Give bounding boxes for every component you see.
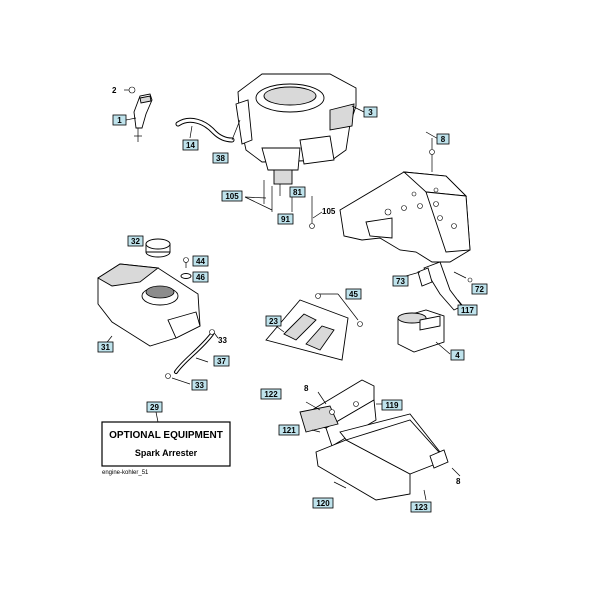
spark-arrester-label: Spark Arrester (135, 448, 198, 458)
svg-text:105: 105 (322, 207, 336, 216)
svg-text:120: 120 (316, 499, 330, 508)
svg-text:37: 37 (217, 357, 226, 366)
optional-equipment-box: OPTIONAL EQUIPMENT Spark Arrester (101, 411, 231, 467)
callout-14: 14 (182, 139, 199, 151)
callout-121: 121 (278, 424, 300, 436)
svg-text:14: 14 (186, 141, 195, 150)
callout-4: 4 (450, 349, 465, 361)
callout-8-mid: 8 (304, 384, 309, 393)
callout-46: 46 (192, 271, 209, 283)
svg-text:72: 72 (475, 285, 484, 294)
svg-text:3: 3 (368, 108, 373, 117)
callout-2: 2 (112, 86, 117, 95)
callout-23: 23 (265, 315, 282, 327)
svg-text:105: 105 (225, 192, 239, 201)
svg-text:8: 8 (456, 477, 461, 486)
callout-119: 119 (381, 399, 403, 411)
svg-text:33: 33 (218, 336, 227, 345)
svg-text:119: 119 (386, 401, 399, 410)
svg-text:8: 8 (441, 135, 446, 144)
heat-shield (265, 293, 363, 361)
optional-equipment-title: OPTIONAL EQUIPMENT (109, 430, 223, 441)
callout-72: 72 (471, 283, 488, 295)
svg-text:38: 38 (216, 154, 225, 163)
callout-33-bottom: 33 (191, 379, 208, 391)
callout-33-top: 33 (218, 336, 227, 345)
callout-8-bottom: 8 (456, 477, 461, 486)
svg-text:29: 29 (150, 403, 159, 412)
callout-8-top: 8 (436, 133, 450, 145)
callout-120: 120 (312, 497, 334, 509)
callout-3: 3 (363, 106, 378, 118)
fuel-cap (145, 238, 192, 279)
svg-text:117: 117 (461, 306, 474, 315)
svg-text:73: 73 (396, 277, 405, 286)
throttle-bracket (124, 86, 153, 142)
svg-text:45: 45 (349, 290, 358, 299)
engine (231, 73, 365, 196)
callout-32: 32 (127, 235, 144, 247)
diagram-caption: engine-kohler_51 (102, 470, 149, 476)
callout-73: 73 (392, 275, 409, 287)
svg-text:81: 81 (293, 188, 302, 197)
callout-29: 29 (146, 401, 163, 413)
svg-text:2: 2 (112, 86, 117, 95)
callout-105-right: 105 (322, 207, 336, 216)
fuel-line (175, 117, 235, 143)
callout-122: 122 (260, 388, 282, 400)
fuel-hose (165, 329, 215, 385)
svg-text:23: 23 (269, 317, 278, 326)
callout-105-left: 105 (221, 190, 243, 202)
chassis-frame (339, 131, 471, 263)
svg-text:121: 121 (282, 426, 296, 435)
fuel-tank (97, 263, 219, 347)
svg-text:33: 33 (195, 381, 204, 390)
callout-45: 45 (345, 288, 362, 300)
svg-text:4: 4 (455, 351, 460, 360)
svg-text:46: 46 (196, 273, 205, 282)
svg-text:123: 123 (414, 503, 428, 512)
callout-37: 37 (213, 355, 230, 367)
callout-44: 44 (192, 255, 209, 267)
svg-text:1: 1 (117, 116, 122, 125)
lower-bracket-assembly (299, 379, 461, 501)
svg-text:32: 32 (131, 237, 140, 246)
svg-text:91: 91 (281, 215, 290, 224)
svg-text:31: 31 (101, 343, 110, 352)
callout-123: 123 (410, 501, 432, 513)
callout-1: 1 (112, 114, 127, 126)
muffler-bracket (405, 261, 473, 311)
callout-117: 117 (457, 304, 478, 316)
svg-text:44: 44 (196, 257, 205, 266)
callout-81: 81 (289, 186, 306, 198)
muffler (397, 309, 451, 355)
callout-38: 38 (212, 152, 229, 164)
svg-text:122: 122 (264, 390, 278, 399)
callout-31: 31 (97, 341, 114, 353)
callout-91: 91 (277, 213, 294, 225)
svg-text:8: 8 (304, 384, 309, 393)
